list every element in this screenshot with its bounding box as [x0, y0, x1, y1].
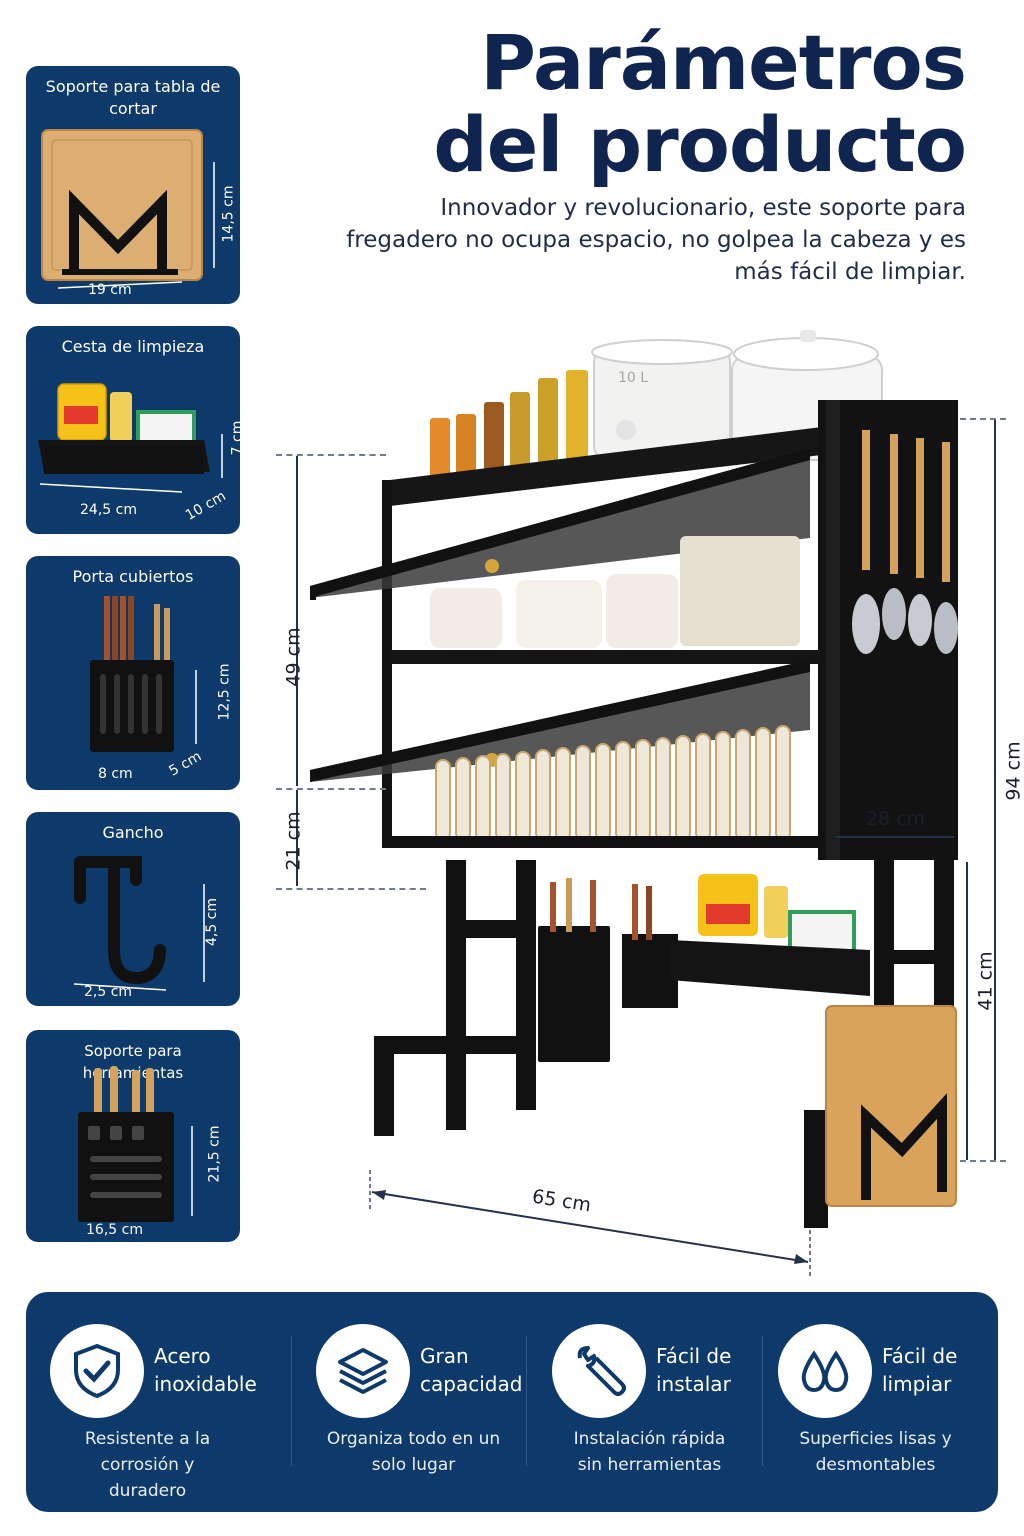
- dish-rack-illustration: [310, 330, 958, 1228]
- cleaning-basket-height-label: 7 cm: [229, 420, 240, 456]
- cleaning-basket-illustration: [38, 383, 223, 493]
- card-title: Cesta de limpieza: [61, 337, 205, 356]
- dim-guide-total-bottom: [960, 1160, 1006, 1162]
- dim-upper-label: 49 cm: [282, 627, 305, 687]
- dim-guide-mid: [276, 788, 386, 790]
- dim-width-arrow: [369, 1170, 811, 1278]
- cooker-capacity-label: 10 L: [618, 370, 649, 386]
- feature-desc: Instalación rápida sin herramientas: [573, 1429, 726, 1475]
- feature-desc: Organiza todo en un solo lugar: [326, 1429, 501, 1475]
- tool-holder-height-label: 21,5 cm: [206, 1125, 223, 1183]
- card-title: Gancho: [102, 823, 164, 842]
- dim-line-upper: [296, 456, 298, 786]
- dim-line-depth: [836, 836, 954, 838]
- feature-stainless-steel: Acero inoxidable Resistente a la corrosi…: [26, 1292, 269, 1512]
- dim-legs-label: 41 cm: [974, 951, 997, 1011]
- card-cleaning-basket: Cesta de limpieza 24,5 cm 10 cm 7 cm: [26, 326, 240, 534]
- hook-illustration: [73, 856, 205, 991]
- feature-title: Fácil de limpiar: [882, 1344, 958, 1396]
- wrench-icon: [552, 1324, 646, 1418]
- feature-title: Gran capacidad: [420, 1344, 523, 1396]
- cutlery-holder-illustration: [90, 596, 197, 752]
- card-title: Soporte para tabla de cortar: [45, 77, 221, 118]
- dim-guide-total-top: [960, 418, 1006, 420]
- feature-separator: [526, 1336, 527, 1466]
- intro-text: Innovador y revolucionario, este soporte…: [346, 195, 966, 285]
- features-bar: Acero inoxidable Resistente a la corrosi…: [26, 1292, 998, 1512]
- product-rack: 10 L 49 cm 21 cm 94 cm 41 cm 28 cm 65 cm: [270, 330, 1024, 1290]
- feature-separator: [762, 1336, 763, 1466]
- feature-easy-clean: Fácil de limpiar Superficies lisas y des…: [754, 1292, 997, 1512]
- dim-guide-top: [276, 454, 386, 456]
- card-cutting-board-holder: Soporte para tabla de cortar 19 cm 14,5 …: [26, 66, 240, 304]
- dim-line-legs: [966, 862, 968, 1160]
- dim-line-lower: [296, 790, 298, 886]
- dim-total-label: 94 cm: [1002, 741, 1024, 801]
- title-line-2: del producto: [433, 100, 967, 189]
- dim-lower-label: 21 cm: [282, 811, 305, 871]
- cutting-board-width-label: 19 cm: [88, 282, 132, 298]
- cutting-board-holder-illustration: [41, 129, 215, 289]
- hook-width-label: 2,5 cm: [84, 984, 133, 1000]
- card-tool-holder: Soporte para herramientas 16,5 cm 21,5 c…: [26, 1030, 240, 1242]
- shield-check-icon: [50, 1324, 144, 1418]
- cutlery-holder-height-label: 12,5 cm: [216, 663, 233, 721]
- tool-holder-width-label: 16,5 cm: [86, 1222, 143, 1238]
- dim-depth-label: 28 cm: [866, 808, 926, 830]
- cutlery-holder-width-label: 8 cm: [98, 766, 133, 782]
- layers-icon: [316, 1324, 410, 1418]
- feature-title: Acero inoxidable: [154, 1344, 257, 1396]
- card-cutlery-holder: Porta cubiertos 8 cm 5 cm 12,5 cm: [26, 556, 240, 790]
- card-title: Porta cubiertos: [72, 567, 194, 586]
- cleaning-basket-width-label: 24,5 cm: [80, 502, 137, 518]
- feature-large-capacity: Gran capacidad Organiza todo en un solo …: [292, 1292, 535, 1512]
- feature-title: Fácil de instalar: [656, 1344, 732, 1396]
- feature-desc: Resistente a la corrosión y duradero: [84, 1429, 211, 1501]
- page-title: Parámetros del producto: [433, 18, 967, 189]
- card-hook: Gancho 2,5 cm 4,5 cm: [26, 812, 240, 1006]
- water-drops-icon: [778, 1324, 872, 1418]
- dim-line-total: [994, 420, 996, 1160]
- dim-guide-bottom: [276, 888, 426, 890]
- feature-desc: Superficies lisas y desmontables: [799, 1429, 952, 1475]
- feature-separator: [291, 1336, 292, 1466]
- title-line-1: Parámetros: [480, 18, 967, 107]
- hook-height-label: 4,5 cm: [204, 897, 221, 947]
- cutting-board-height-label: 14,5 cm: [220, 185, 237, 243]
- feature-easy-install: Fácil de instalar Instalación rápida sin…: [528, 1292, 771, 1512]
- tool-holder-illustration: [78, 1066, 193, 1222]
